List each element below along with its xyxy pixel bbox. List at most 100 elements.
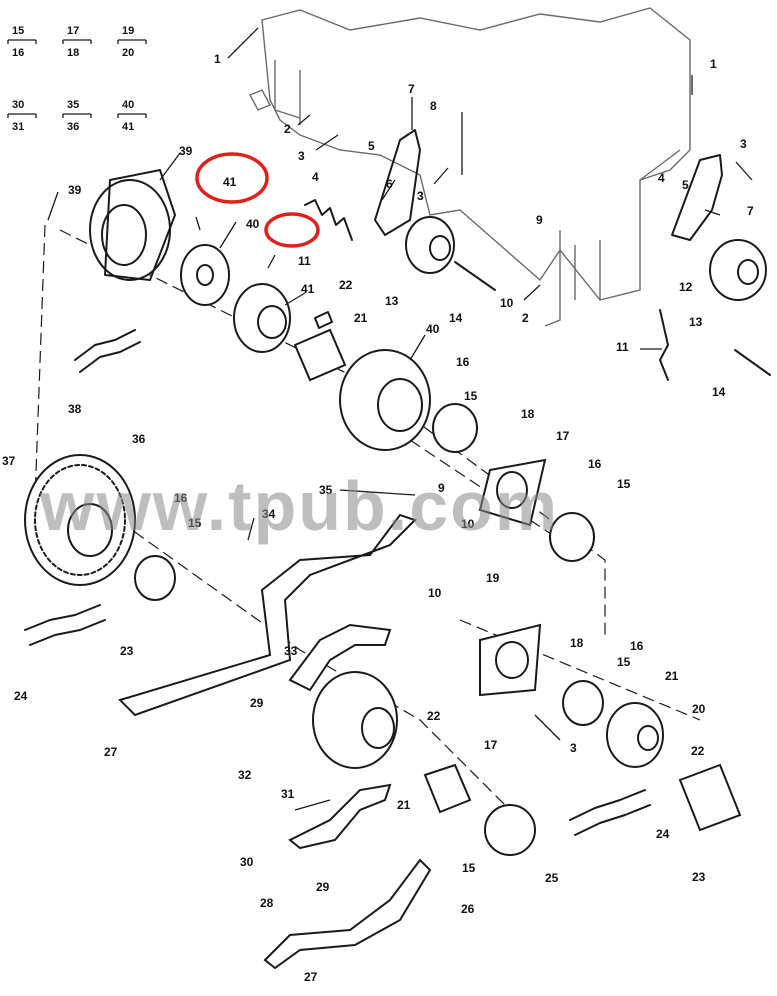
part-callout-34: 34 xyxy=(262,507,276,521)
sprocket-upper xyxy=(374,129,496,291)
highlight-circle xyxy=(264,212,320,248)
part-callout-39: 39 xyxy=(179,144,193,158)
part-callout-21: 21 xyxy=(354,311,368,325)
part-callout-41: 41 xyxy=(223,175,237,189)
part-callout-18: 18 xyxy=(570,636,584,650)
part-callout-10: 10 xyxy=(428,586,442,600)
part-callout-5: 5 xyxy=(368,139,375,153)
legend-key-top: 30 xyxy=(12,99,24,111)
part-callout-36: 36 xyxy=(132,432,146,446)
part-callout-15: 15 xyxy=(617,477,631,491)
part-callout-40: 40 xyxy=(246,217,260,231)
part-callout-29: 29 xyxy=(316,880,330,894)
part-callout-14: 14 xyxy=(712,385,726,399)
part-callout-3: 3 xyxy=(570,741,577,755)
part-callout-8: 8 xyxy=(430,99,437,113)
leader-lines xyxy=(47,27,753,811)
part-callout-4: 4 xyxy=(658,171,665,185)
part-callout-32: 32 xyxy=(238,768,252,782)
large-gear xyxy=(24,454,136,586)
part-callout-15: 15 xyxy=(464,389,478,403)
legend-key-bottom: 31 xyxy=(12,121,24,133)
shaft xyxy=(293,311,347,382)
part-callout-2: 2 xyxy=(284,122,291,136)
part-callout-17: 17 xyxy=(556,429,570,443)
part-callout-5: 5 xyxy=(682,178,689,192)
part-callout-7: 7 xyxy=(747,204,754,218)
part-callout-35: 35 xyxy=(319,483,333,497)
clamp-bracket xyxy=(288,623,392,850)
legend-key-top: 35 xyxy=(67,99,79,111)
part-callout-3: 3 xyxy=(298,149,305,163)
highlight-marks xyxy=(195,152,320,248)
legend-key: 15 16 xyxy=(7,25,37,59)
sprocket-left xyxy=(180,244,291,353)
part-callout-29: 29 xyxy=(250,696,264,710)
part-callout-27: 27 xyxy=(304,970,318,984)
part-callout-9: 9 xyxy=(438,481,445,495)
legend-key-bottom: 16 xyxy=(12,47,24,59)
legend-key: 19 20 xyxy=(117,25,147,59)
part-callout-16: 16 xyxy=(174,491,188,505)
part-callout-6: 6 xyxy=(386,177,393,191)
part-callout-14: 14 xyxy=(449,311,463,325)
part-callout-13: 13 xyxy=(689,315,703,329)
collar xyxy=(134,403,604,856)
part-callout-40: 40 xyxy=(426,322,440,336)
frame-housing xyxy=(249,7,691,327)
lever-arm-lower xyxy=(263,858,432,970)
legend-keys: 15 16 17 18 19 20 30 31 35 36 40 41 xyxy=(7,25,147,133)
part-callout-33: 33 xyxy=(284,644,298,658)
legend-key-top: 19 xyxy=(122,25,134,37)
legend-key-top: 15 xyxy=(12,25,24,37)
part-callout-17: 17 xyxy=(484,738,498,752)
legend-key: 40 41 xyxy=(117,99,147,133)
bearing-flange-center xyxy=(339,349,431,451)
part-callout-15: 15 xyxy=(462,861,476,875)
part-callout-16: 16 xyxy=(630,639,644,653)
part-callout-22: 22 xyxy=(691,744,705,758)
part-callout-21: 21 xyxy=(665,669,679,683)
chain-link xyxy=(24,604,651,836)
part-callout-1: 1 xyxy=(214,52,221,66)
flange-bearing xyxy=(478,458,547,697)
pulley-hub xyxy=(312,671,398,769)
part-callout-19: 19 xyxy=(486,571,500,585)
spring xyxy=(304,199,353,241)
part-callout-9: 9 xyxy=(536,213,543,227)
part-callout-25: 25 xyxy=(545,871,559,885)
part-callout-24: 24 xyxy=(14,689,28,703)
part-callout-7: 7 xyxy=(408,82,415,96)
part-callout-10: 10 xyxy=(500,296,514,310)
part-callout-15: 15 xyxy=(188,516,202,530)
part-callout-10: 10 xyxy=(461,517,475,531)
bearing-flange-left xyxy=(89,169,176,281)
part-callout-11: 11 xyxy=(298,254,311,268)
part-callout-28: 28 xyxy=(260,896,274,910)
part-callout-20: 20 xyxy=(692,702,706,716)
part-callout-27: 27 xyxy=(104,745,118,759)
part-callout-2: 2 xyxy=(522,311,529,325)
legend-key-top: 40 xyxy=(122,99,134,111)
part-callout-41: 41 xyxy=(301,282,315,296)
part-callout-1: 1 xyxy=(710,57,717,71)
sprocket-right xyxy=(659,154,771,381)
sprocket-lower xyxy=(606,702,664,768)
legend-key: 30 31 xyxy=(7,99,37,133)
legend-key: 17 18 xyxy=(62,25,92,59)
part-callout-26: 26 xyxy=(461,902,475,916)
legend-key-bottom: 18 xyxy=(67,47,79,59)
part-callout-37: 37 xyxy=(2,454,16,468)
part-callout-31: 31 xyxy=(281,787,295,801)
chain-link xyxy=(74,329,141,373)
part-callout-38: 38 xyxy=(68,402,82,416)
part-callout-30: 30 xyxy=(240,855,254,869)
part-callout-24: 24 xyxy=(656,827,670,841)
part-callout-3: 3 xyxy=(740,137,747,151)
part-callout-22: 22 xyxy=(427,709,441,723)
part-callout-16: 16 xyxy=(588,457,602,471)
legend-key-bottom: 41 xyxy=(122,121,134,133)
